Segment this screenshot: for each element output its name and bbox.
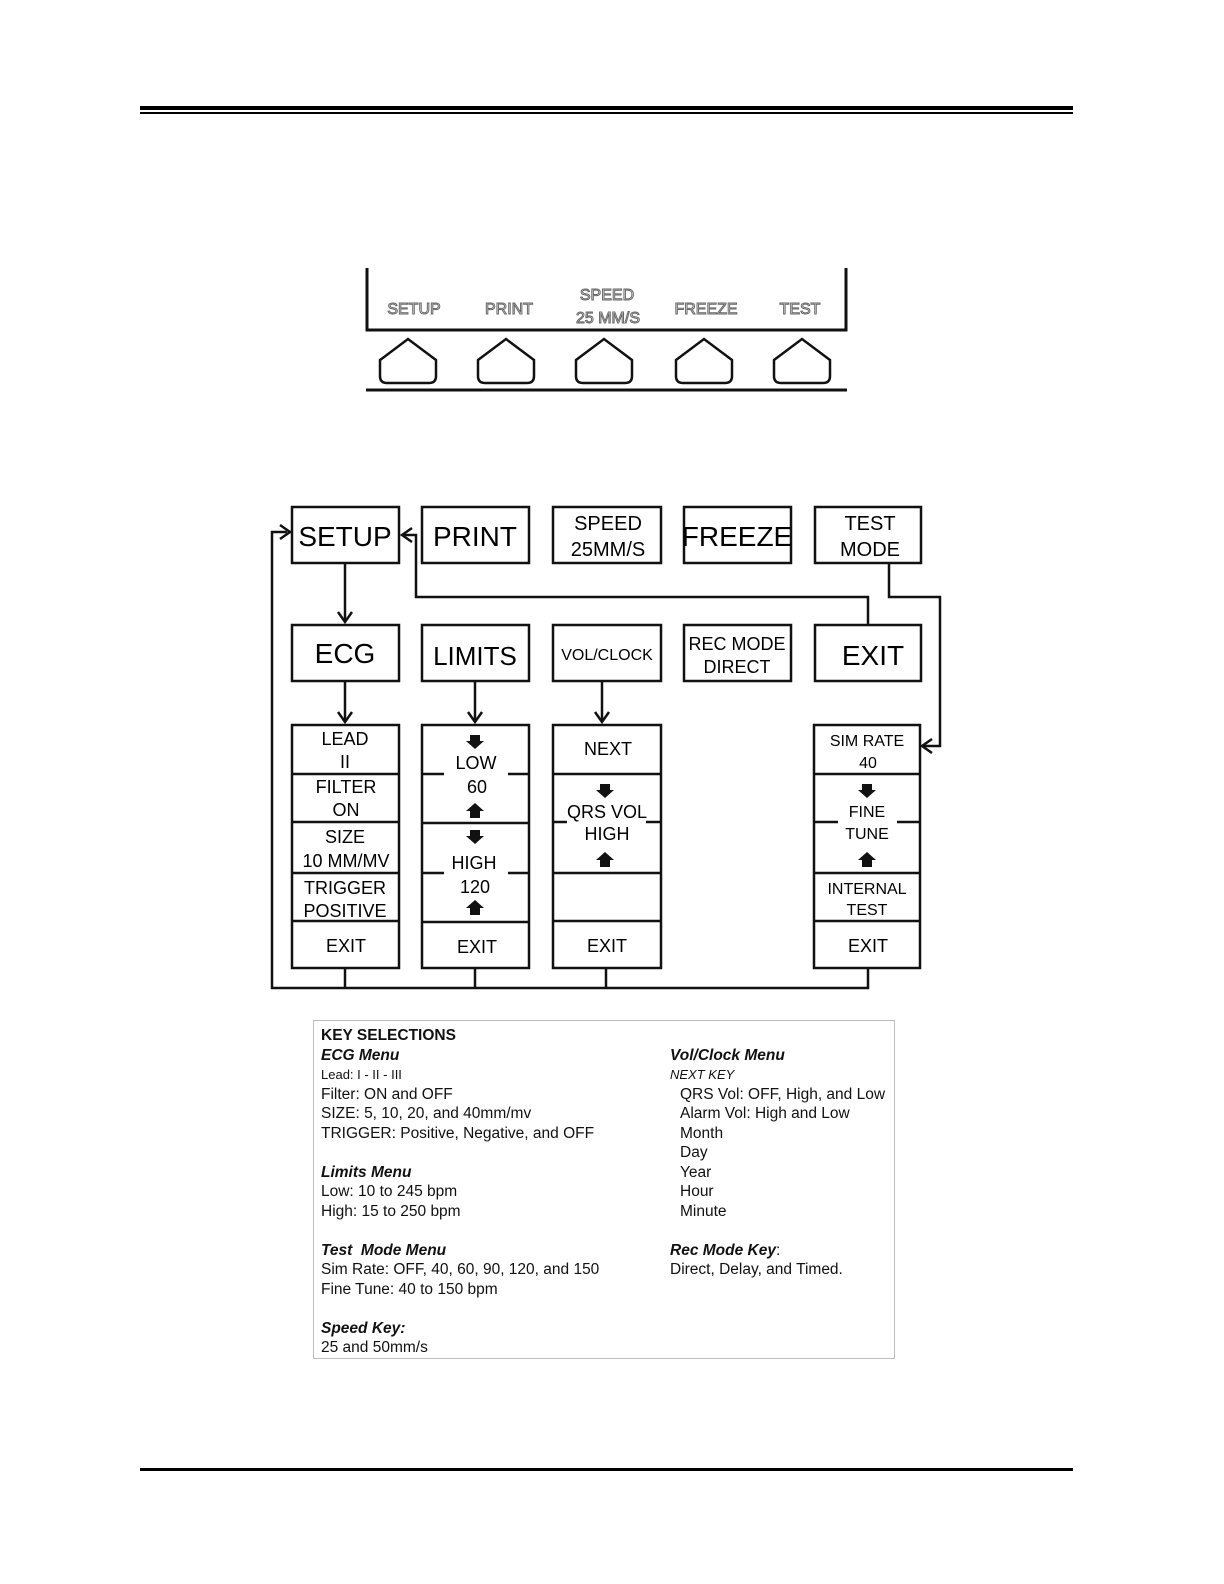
test-internal-label: INTERNAL — [827, 881, 906, 898]
ecg-trigger-label: TRIGGER — [304, 878, 386, 898]
menu-volclock-label: VOL/CLOCK — [561, 647, 653, 664]
softkey-label-print: PRINT — [485, 301, 533, 318]
test-exit-label: EXIT — [848, 936, 888, 956]
softkey-button-3[interactable] — [574, 337, 634, 385]
softkey-button-5[interactable] — [772, 337, 832, 385]
key-selections-box: KEY SELECTIONS ECG Menu Lead: I - II - I… — [313, 1020, 895, 1359]
rec-mode-key-line: Direct, Delay, and Timed. — [670, 1261, 843, 1278]
volclock-qrs-value: HIGH — [585, 824, 630, 844]
test-tune-label: TUNE — [845, 826, 889, 843]
menu-recmode-value: DIRECT — [704, 657, 771, 677]
menu-print-label: PRINT — [433, 521, 517, 552]
volclock-menu-line: Hour — [680, 1183, 714, 1200]
ecg-menu-line: Filter: ON and OFF — [321, 1085, 453, 1103]
ecg-filter-label: FILTER — [316, 777, 377, 797]
rec-mode-key-heading-row: Rec Mode Key: — [670, 1241, 885, 1261]
ecg-menu-heading: ECG Menu — [321, 1046, 400, 1064]
menu-speed-label: SPEED — [574, 513, 642, 535]
ecg-lead-value: II — [340, 752, 350, 772]
menu-speed-value: 25MM/S — [571, 539, 645, 561]
softkey-button-2[interactable] — [476, 337, 536, 385]
softkey-button-1[interactable] — [378, 337, 438, 385]
volclock-menu-line: Year — [680, 1163, 712, 1181]
test-simrate-value: 40 — [859, 755, 877, 772]
menu-freeze-label: FREEZE — [682, 521, 792, 552]
softkey-label-setup: SETUP — [387, 301, 440, 318]
key-selections-right-column: Vol/Clock Menu NEXT KEY QRS Vol: OFF, Hi… — [670, 1046, 885, 1280]
test-fine-label: FINE — [849, 804, 885, 821]
limits-low-label: LOW — [455, 753, 496, 773]
menu-ecg-label: ECG — [315, 638, 376, 669]
softkey-label-speed: SPEED — [580, 287, 634, 304]
ecg-size-label: SIZE — [325, 827, 365, 847]
menu-recmode-label: REC MODE — [688, 634, 785, 654]
softkey-label-speed-value: 25 MM/S — [576, 310, 640, 327]
limits-high-value: 120 — [460, 877, 490, 897]
softkey-panel: SETUP PRINT SPEED 25 MM/S FREEZE TEST — [365, 268, 848, 392]
test-simrate-label: SIM RATE — [830, 733, 904, 750]
menu-tree-diagram: SETUP PRINT SPEED 25MM/S FREEZE TEST MOD… — [270, 505, 942, 990]
test-internal-value: TEST — [847, 902, 888, 919]
speed-key-heading: Speed Key: — [321, 1319, 406, 1337]
volclock-menu-line: Day — [680, 1144, 708, 1161]
rec-mode-key-heading: Rec Mode Key — [670, 1241, 776, 1259]
volclock-next-key-heading: NEXT KEY — [670, 1067, 735, 1082]
ecg-trigger-value: POSITIVE — [303, 901, 386, 921]
limits-menu-line: High: 15 to 250 bpm — [321, 1202, 461, 1220]
key-selections-left-column: KEY SELECTIONS ECG Menu Lead: I - II - I… — [321, 1026, 599, 1358]
key-selections-title: KEY SELECTIONS — [321, 1027, 456, 1044]
limits-low-value: 60 — [467, 777, 487, 797]
volclock-qrs-label: QRS VOL — [567, 802, 647, 822]
ecg-menu-line: TRIGGER: Positive, Negative, and OFF — [321, 1124, 595, 1142]
menu-limits-label: LIMITS — [433, 641, 517, 671]
rec-mode-key-colon: : — [775, 1241, 781, 1259]
test-mode-menu-heading: Test Mode Menu — [321, 1241, 447, 1259]
menu-exit-label: EXIT — [842, 640, 904, 671]
volclock-menu-line: Alarm Vol: High and Low — [680, 1105, 850, 1122]
test-mode-menu-line: Sim Rate: OFF, 40, 60, 90, 120, and 150 — [321, 1261, 600, 1278]
limits-high-label: HIGH — [452, 853, 497, 873]
softkey-button-4[interactable] — [674, 337, 734, 385]
ecg-lead-label: LEAD — [321, 729, 368, 749]
softkey-label-freeze: FREEZE — [674, 301, 737, 318]
menu-setup-label: SETUP — [298, 521, 391, 552]
limits-exit-label: EXIT — [457, 937, 497, 957]
speed-key-line: 25 and 50mm/s — [321, 1339, 428, 1356]
volclock-menu-line: Month — [680, 1124, 724, 1142]
volclock-menu-line: QRS Vol: OFF, High, and Low — [680, 1085, 886, 1103]
test-mode-menu-line: Fine Tune: 40 to 150 bpm — [321, 1280, 498, 1298]
menu-mode-label: MODE — [840, 539, 900, 561]
menu-test-label: TEST — [844, 513, 895, 535]
volclock-next-label: NEXT — [584, 739, 632, 759]
volclock-exit-label: EXIT — [587, 936, 627, 956]
ecg-size-value: 10 MM/MV — [302, 851, 389, 871]
softkey-label-test: TEST — [780, 301, 821, 318]
header-rule-thick — [140, 106, 1073, 110]
header-rule-thin — [140, 112, 1073, 114]
volclock-menu-heading: Vol/Clock Menu — [670, 1046, 785, 1064]
ecg-exit-label: EXIT — [326, 936, 366, 956]
ecg-menu-line: SIZE: 5, 10, 20, and 40mm/mv — [321, 1105, 532, 1122]
limits-menu-line: Low: 10 to 245 bpm — [321, 1183, 458, 1200]
volclock-menu-line: Minute — [680, 1202, 727, 1220]
footer-rule — [140, 1468, 1073, 1471]
ecg-menu-line: Lead: I - II - III — [321, 1067, 402, 1082]
ecg-filter-value: ON — [333, 800, 360, 820]
limits-menu-heading: Limits Menu — [321, 1163, 412, 1181]
